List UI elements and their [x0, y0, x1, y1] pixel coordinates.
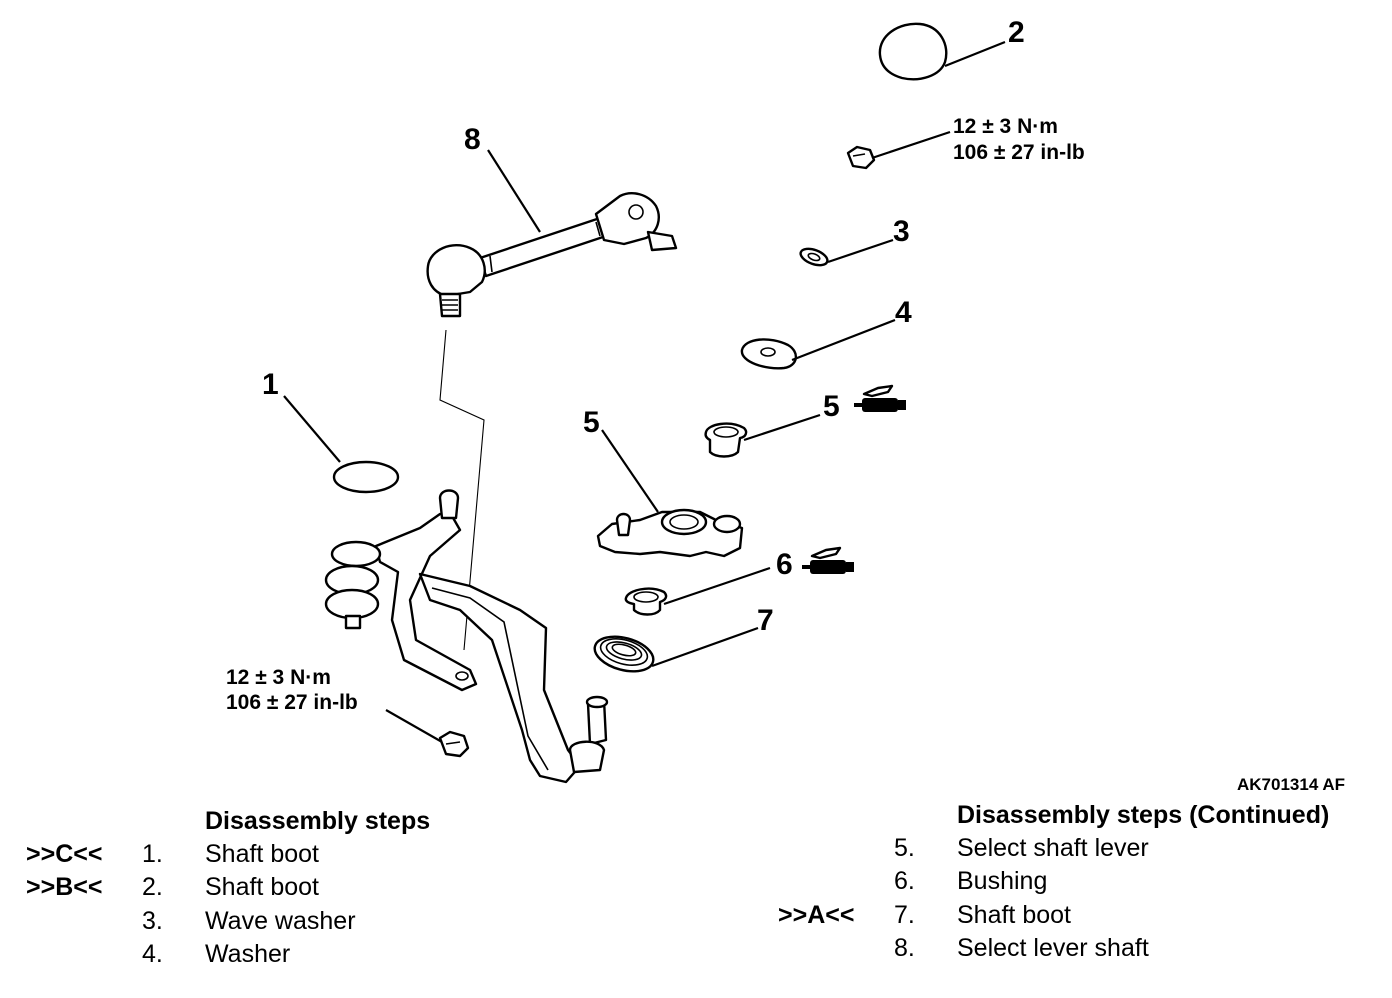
step-number: 2.: [142, 873, 163, 902]
part-select-lever-shaft-8: [426, 149, 678, 318]
part-shaft-boot-2: [878, 22, 1006, 81]
bracket-assembly: [324, 489, 609, 784]
step-reference-mark: >>B<<: [26, 873, 103, 902]
step-name: Wave washer: [205, 906, 356, 935]
part-select-shaft-lever-5: [596, 429, 744, 558]
step-name: Shaft boot: [205, 873, 319, 902]
callout-7: 7: [757, 604, 774, 637]
step-name: Select lever shaft: [957, 934, 1149, 963]
callout-6-lower: 6: [776, 548, 793, 581]
callout-5: 5: [583, 406, 600, 439]
callout-2: 2: [1008, 16, 1025, 49]
step-number: 8.: [894, 934, 915, 963]
step-number: 1.: [142, 840, 163, 868]
grease-icon: [802, 546, 854, 574]
callout-8: 8: [464, 123, 481, 156]
callout-4: 4: [895, 296, 912, 329]
step-row: 8. Select lever shaft: [770, 932, 1380, 965]
part-wave-washer-3: [799, 238, 894, 267]
part-bushing-6-upper: [704, 413, 821, 458]
grease-icon: [854, 384, 906, 412]
torque-top-line2: 106 ± 27 in-lb: [953, 141, 1085, 164]
callout-1: 1: [262, 368, 279, 401]
disassembly-steps-list: Disassembly steps >>C<< 1. Shaft boot >>…: [0, 805, 460, 980]
part-washer-4: [740, 318, 896, 370]
nut-top: [846, 130, 951, 170]
torque-bottom-line1: 12 ± 3 N·m: [226, 666, 331, 689]
part-bushing-6-lower: [624, 566, 771, 616]
step-row: >>B<< 2. Shaft boot: [0, 871, 460, 904]
callout-6-upper: 5: [823, 390, 840, 423]
torque-top-line1: 12 ± 3 N·m: [953, 115, 1058, 138]
figure-code: AK701314 AF: [1237, 775, 1345, 794]
torque-bottom-line2: 106 ± 27 in-lb: [226, 691, 358, 714]
step-row: >>A<< 7. Shaft boot: [770, 899, 1380, 932]
step-number: 4.: [142, 940, 163, 969]
step-name: Shaft boot: [957, 900, 1071, 929]
step-name: Shaft boot: [205, 840, 319, 868]
step-name: Select shaft lever: [957, 834, 1149, 862]
steps-continued-heading: Disassembly steps (Continued): [957, 801, 1330, 829]
step-row: >>C<< 1. Shaft boot: [0, 838, 460, 871]
step-name: Bushing: [957, 867, 1048, 896]
step-number: 3.: [142, 906, 163, 935]
step-row: 3. Wave washer: [0, 905, 460, 938]
step-row: 4. Washer: [0, 938, 460, 971]
disassembly-steps-continued-list: Disassembly steps (Continued) 5. Select …: [770, 799, 1380, 974]
step-name: Washer: [205, 940, 291, 969]
part-shaft-boot-7: [593, 626, 759, 673]
exploded-view-diagram: 2 12 ± 3 N·m 106 ± 27 in-lb 3 4 5 6: [226, 16, 1345, 794]
part-shaft-boot-1: [283, 395, 400, 494]
nut-bottom: [385, 709, 470, 758]
step-reference-mark: >>C<<: [26, 840, 103, 868]
step-reference-mark: >>A<<: [778, 900, 855, 929]
assembly-guide-line: [439, 329, 485, 651]
step-number: 5.: [894, 834, 915, 862]
step-number: 6.: [894, 867, 915, 896]
step-row: 5. Select shaft lever: [770, 832, 1380, 865]
callout-3: 3: [893, 215, 910, 248]
step-row: 6. Bushing: [770, 865, 1380, 898]
steps-heading: Disassembly steps: [205, 807, 431, 835]
step-number: 7.: [894, 900, 915, 929]
